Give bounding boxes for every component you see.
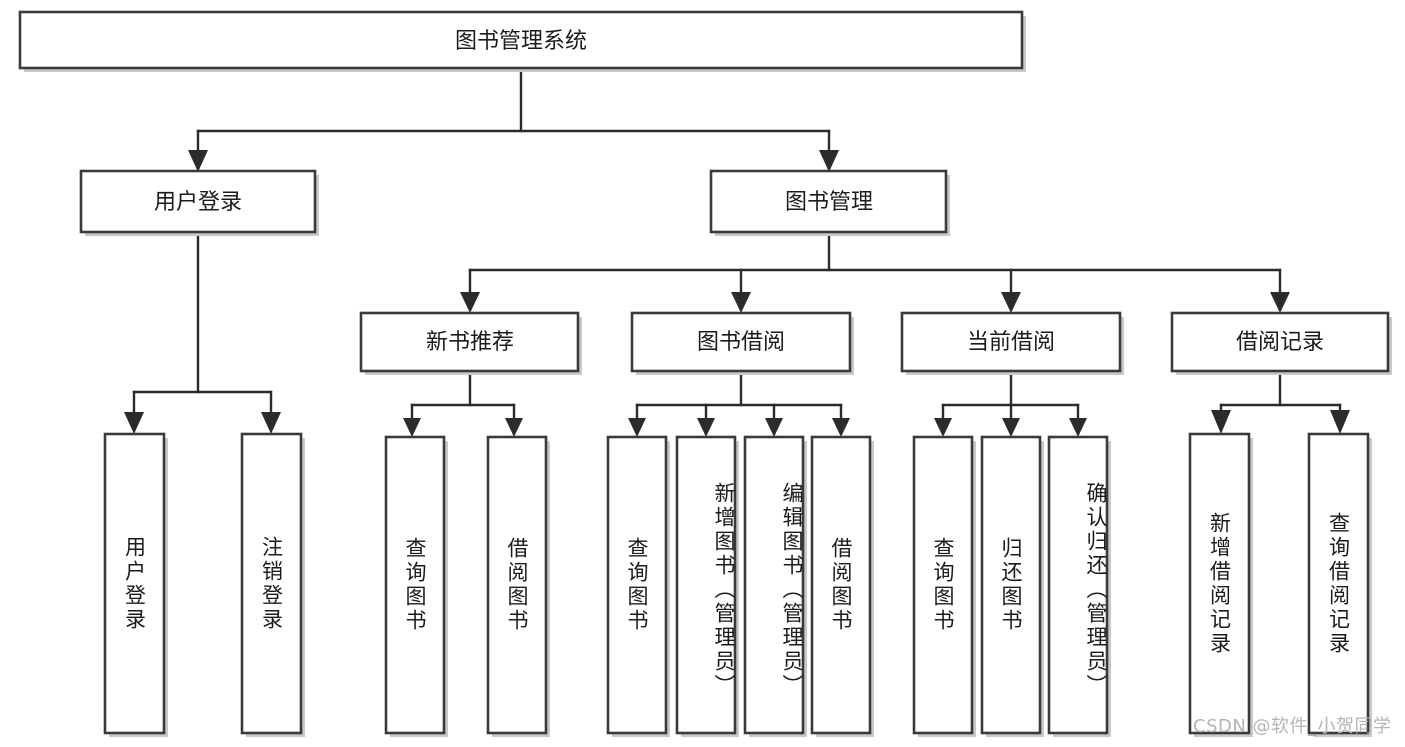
csdn-watermark: CSDN @软件_小贺同学 (1193, 716, 1392, 737)
leaf-query-book-3-box[interactable] (912, 435, 974, 735)
book-manage-node-box[interactable] (709, 169, 948, 234)
book-borrow-node-label: 图书借阅 (697, 330, 785, 355)
arrowhead-leaf-logout-login (261, 412, 281, 434)
arrowhead-bookmanage (819, 150, 839, 172)
arrowhead-leaf-add-record (1211, 410, 1231, 434)
root-node-box[interactable] (18, 10, 1024, 70)
leaf-confirm-return-box[interactable] (1047, 435, 1109, 735)
arrowhead-leaf-confirm-return (1069, 418, 1087, 437)
borrow-record-node-box[interactable] (1170, 311, 1390, 373)
arrowhead-bookborrow (731, 292, 751, 313)
edges-layer (132, 66, 1342, 420)
arrowhead-newbook (460, 292, 480, 313)
current-borrow-node-box[interactable] (900, 311, 1122, 373)
leaf-borrow-book-1-box[interactable] (486, 435, 548, 735)
arrowhead-leaf-query-book-3 (934, 418, 952, 437)
arrowhead-leaf-edit-book (765, 418, 783, 437)
book-manage-node-label: 图书管理 (785, 190, 873, 215)
book-borrow-node-box[interactable] (630, 311, 852, 373)
leaf-edit-book-box[interactable] (743, 435, 805, 735)
borrow-record-node-label: 借阅记录 (1236, 330, 1324, 355)
arrowhead-leaf-query-book-1 (403, 418, 421, 437)
nodes-layer: 图书管理系统 用户登录 图书管理 新书推荐 图书借阅 当前借阅 借阅记录 (18, 10, 1392, 737)
arrowhead-leaf-borrow-book-2 (832, 418, 850, 437)
arrowhead-leaf-borrow-book-1 (505, 418, 523, 437)
user-login-node-label: 用户登录 (154, 190, 242, 215)
leaf-add-record-box[interactable] (1188, 432, 1251, 735)
arrowhead-leaf-query-record (1330, 410, 1350, 434)
leaf-query-book-1-box[interactable] (384, 435, 446, 735)
leaf-query-book-2-box[interactable] (606, 435, 668, 735)
root-node-label: 图书管理系统 (455, 29, 587, 54)
leaf-query-record-box[interactable] (1307, 432, 1370, 735)
leaf-user-login-box[interactable] (103, 432, 166, 735)
new-book-recommend-node-label: 新书推荐 (426, 330, 514, 355)
arrowheads-layer (124, 150, 1350, 437)
arrowhead-leaf-user-login (124, 412, 144, 434)
leaf-logout-login-box[interactable] (240, 432, 303, 735)
new-book-recommend-node-box[interactable] (359, 311, 580, 373)
arrowhead-userlogin (188, 150, 208, 172)
arrowhead-borrowrecord (1270, 292, 1290, 313)
arrowhead-leaf-add-book (697, 418, 715, 437)
arrowhead-leaf-return-book (1002, 418, 1020, 437)
user-login-node-box[interactable] (79, 169, 317, 234)
arrowhead-leaf-query-book-2 (628, 418, 646, 437)
leaf-add-book-box[interactable] (675, 435, 737, 735)
leaf-return-book-box[interactable] (980, 435, 1042, 735)
current-borrow-node-label: 当前借阅 (967, 330, 1055, 355)
leaf-borrow-book-2-box[interactable] (810, 435, 872, 735)
arrowhead-currentborrow (1001, 292, 1021, 313)
